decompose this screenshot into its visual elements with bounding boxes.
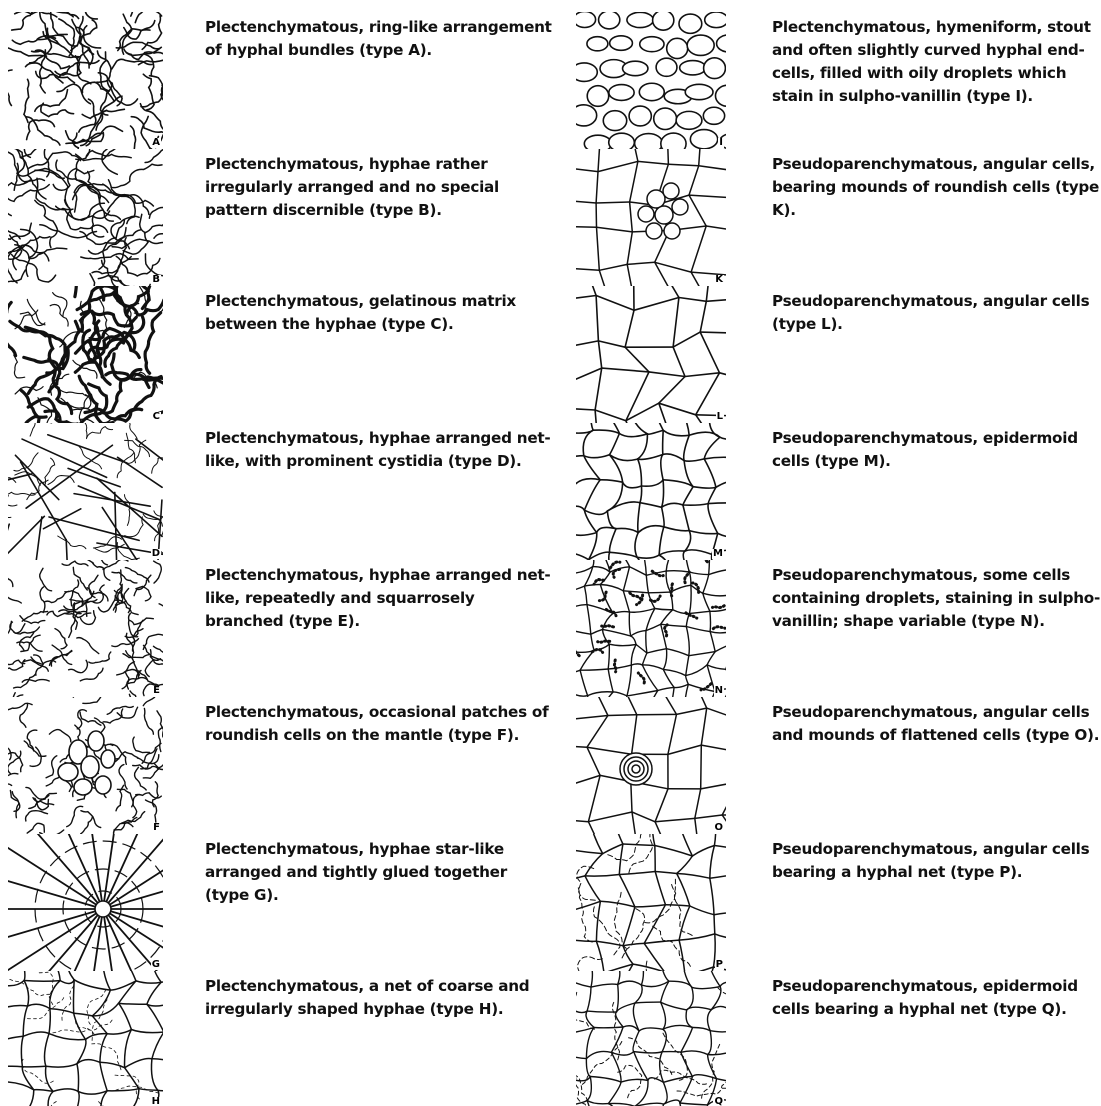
description-type-i: Plectenchymatous, hymeniform, stout and … xyxy=(772,16,1101,108)
panel-letter-m: M xyxy=(712,549,724,559)
description-type-m: Pseudoparenchymatous, epidermoid cells (… xyxy=(772,427,1101,473)
description-type-c: Plectenchymatous, gelatinous matrix betw… xyxy=(205,290,555,336)
description-type-b: Plectenchymatous, hyphae rather irregula… xyxy=(205,153,555,222)
description-type-p: Pseudoparenchymatous, angular cells bear… xyxy=(772,838,1101,884)
mantle-illustration-type-a: A xyxy=(8,12,163,149)
left-column: A B C D E F G H Plectenchymatous, ring-l… xyxy=(8,0,568,1106)
panel-letter-d: D xyxy=(151,549,161,559)
panel-letter-g: G xyxy=(151,960,161,970)
panel-letter-q: Q xyxy=(713,1097,724,1106)
mantle-illustration-type-k: K xyxy=(576,149,726,286)
description-type-n: Pseudoparenchymatous, some cells contain… xyxy=(772,564,1101,633)
mantle-illustration-type-i: I xyxy=(576,12,726,149)
panel-letter-i: I xyxy=(718,138,724,148)
description-type-a: Plectenchymatous, ring-like arrangement … xyxy=(205,16,555,62)
mantle-illustration-type-l: L xyxy=(576,286,726,423)
mantle-illustration-type-d: D xyxy=(8,423,163,560)
mantle-illustration-type-n: N xyxy=(576,560,726,697)
description-type-d: Plectenchymatous, hyphae arranged net-li… xyxy=(205,427,555,473)
description-type-o: Pseudoparenchymatous, angular cells and … xyxy=(772,701,1101,747)
panel-letter-k: K xyxy=(714,275,724,285)
mantle-illustration-type-g: G xyxy=(8,834,163,971)
mantle-illustration-type-h: H xyxy=(8,971,163,1106)
description-type-e: Plectenchymatous, hyphae arranged net-li… xyxy=(205,564,555,633)
description-type-f: Plectenchymatous, occasional patches of … xyxy=(205,701,555,747)
panel-letter-p: P xyxy=(715,960,724,970)
panel-letter-l: L xyxy=(716,412,724,422)
left-illustration-strip: A B C D E F G H xyxy=(8,12,163,1106)
mantle-illustration-type-c: C xyxy=(8,286,163,423)
mantle-illustration-type-o: O xyxy=(576,697,726,834)
description-type-k: Pseudoparenchymatous, angular cells, bea… xyxy=(772,153,1101,222)
mantle-illustration-type-m: M xyxy=(576,423,726,560)
panel-letter-n: N xyxy=(714,686,724,696)
panel-letter-e: E xyxy=(152,686,161,696)
description-type-g: Plectenchymatous, hyphae star-like arran… xyxy=(205,838,555,907)
description-type-h: Plectenchymatous, a net of coarse and ir… xyxy=(205,975,555,1021)
right-illustration-strip: I K L M N O P Q xyxy=(576,12,726,1106)
mantle-illustration-type-e: E xyxy=(8,560,163,697)
description-type-q: Pseudoparenchymatous, epidermoid cells b… xyxy=(772,975,1101,1021)
mantle-illustration-type-q: Q xyxy=(576,971,726,1106)
panel-letter-o: O xyxy=(713,823,724,833)
panel-letter-h: H xyxy=(151,1097,161,1106)
panel-letter-c: C xyxy=(152,412,161,422)
right-column: I K L M N O P Q Plectenchymatous, hymeni… xyxy=(576,0,1101,1106)
panel-letter-a: A xyxy=(151,138,161,148)
mantle-illustration-type-p: P xyxy=(576,834,726,971)
panel-letter-f: F xyxy=(152,823,161,833)
panel-letter-b: B xyxy=(151,275,161,285)
mantle-illustration-type-b: B xyxy=(8,149,163,286)
description-type-l: Pseudoparenchymatous, angular cells (typ… xyxy=(772,290,1101,336)
mantle-illustration-type-f: F xyxy=(8,697,163,834)
